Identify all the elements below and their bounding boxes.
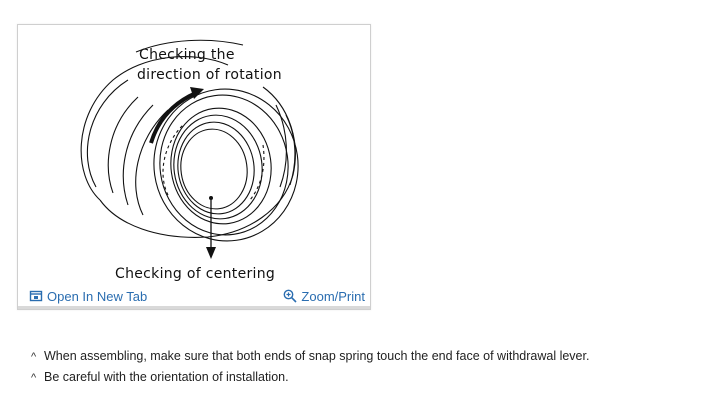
list-item: ^ When assembling, make sure that both e…: [31, 349, 701, 370]
centering-arrow-head: [206, 247, 216, 259]
centering-point: [209, 196, 213, 200]
rotation-label-line-2: direction of rotation: [137, 67, 282, 83]
centering-label: Checking of centering: [115, 266, 276, 282]
open-new-tab-icon: [29, 289, 43, 303]
bullet-caret: ^: [31, 372, 37, 384]
outer-arc-left: [80, 56, 229, 201]
rotation-arrow: [149, 91, 197, 144]
bearing-drawing: [80, 39, 299, 259]
figure-bottom-border: [18, 306, 370, 309]
note-text: When assembling, make sure that both end…: [44, 349, 590, 363]
release-bearing-illustration: Checking the direction of rotation Check…: [18, 25, 370, 287]
notes-list: ^ When assembling, make sure that both e…: [31, 349, 701, 391]
figure-toolbar: Open In New Tab Zoom/Print: [18, 285, 370, 307]
figure-container: Checking the direction of rotation Check…: [17, 24, 371, 310]
label-leader-line: [135, 39, 244, 53]
zoom-in-icon: [283, 289, 297, 303]
note-text: Be careful with the orientation of insta…: [44, 370, 289, 384]
open-in-new-tab-label: Open In New Tab: [47, 288, 148, 304]
open-in-new-tab-button[interactable]: Open In New Tab: [29, 287, 147, 305]
rotation-label-line-1: Checking the: [139, 47, 235, 63]
zoom-print-button[interactable]: Zoom/Print: [283, 287, 365, 305]
rotation-arrow-head: [190, 87, 204, 99]
bullet-caret: ^: [31, 351, 37, 363]
zoom-print-label: Zoom/Print: [301, 288, 365, 304]
list-item: ^ Be careful with the orientation of ins…: [31, 370, 701, 391]
